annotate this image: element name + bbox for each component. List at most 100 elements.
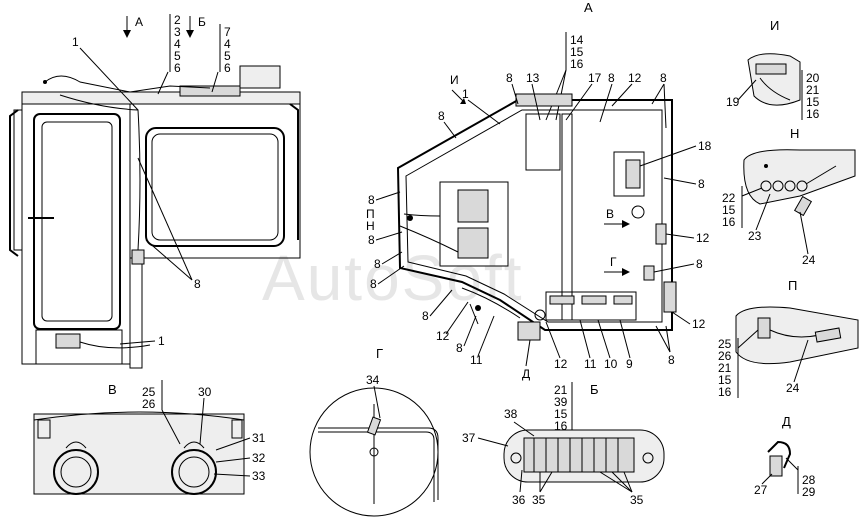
svg-text:22: 22 — [722, 191, 736, 205]
label-stack-b: 7 4 5 6 — [224, 25, 231, 75]
svg-text:12: 12 — [436, 329, 450, 343]
svg-text:3: 3 — [174, 25, 181, 39]
svg-text:36: 36 — [512, 493, 526, 507]
svg-text:16: 16 — [722, 215, 736, 229]
detail-view-p: П 25 26 21 15 16 24 — [718, 278, 859, 399]
svg-text:12: 12 — [554, 357, 568, 371]
svg-text:Н: Н — [790, 126, 799, 141]
svg-text:29: 29 — [802, 485, 816, 499]
svg-text:21: 21 — [806, 83, 820, 97]
svg-text:4: 4 — [224, 37, 231, 51]
svg-text:15: 15 — [722, 203, 736, 217]
svg-text:35: 35 — [532, 493, 546, 507]
svg-text:8: 8 — [368, 233, 375, 247]
svg-text:16: 16 — [806, 107, 820, 121]
svg-text:8: 8 — [696, 257, 703, 271]
detail-view-v: В 25 26 30 31 32 33 — [33, 380, 266, 495]
svg-text:15: 15 — [570, 45, 584, 59]
svg-text:25: 25 — [142, 385, 156, 399]
svg-text:34: 34 — [366, 373, 380, 387]
svg-text:В: В — [108, 382, 117, 397]
svg-text:24: 24 — [802, 253, 816, 267]
svg-text:12: 12 — [696, 231, 710, 245]
svg-text:8: 8 — [668, 353, 675, 367]
svg-text:6: 6 — [174, 61, 181, 75]
svg-text:12: 12 — [628, 71, 642, 85]
svg-text:15: 15 — [718, 373, 732, 387]
svg-text:8: 8 — [506, 71, 513, 85]
svg-text:10: 10 — [604, 357, 618, 371]
svg-text:16: 16 — [570, 57, 584, 71]
main-view-title: А — [584, 0, 593, 15]
detail-view-i: И 20 21 15 16 19 — [726, 18, 820, 121]
arrow-a-label: А — [135, 15, 143, 29]
svg-text:8: 8 — [660, 71, 667, 85]
marker-p-label: П — [366, 207, 375, 221]
svg-text:И: И — [770, 18, 779, 33]
svg-text:15: 15 — [554, 407, 568, 421]
detail-view-n: Н 22 15 16 23 24 — [722, 126, 856, 267]
svg-text:15: 15 — [806, 95, 820, 109]
svg-text:11: 11 — [584, 357, 597, 371]
svg-text:16: 16 — [718, 385, 732, 399]
svg-text:1: 1 — [462, 87, 469, 101]
cab-front-view: А Б 2 3 4 5 6 7 4 5 6 — [9, 13, 301, 369]
svg-text:11: 11 — [470, 353, 483, 367]
svg-text:8: 8 — [438, 109, 445, 123]
svg-text:2: 2 — [174, 13, 181, 27]
svg-text:26: 26 — [718, 349, 732, 363]
svg-text:8: 8 — [368, 193, 375, 207]
svg-text:8: 8 — [608, 71, 615, 85]
svg-text:17: 17 — [588, 71, 602, 85]
detail-view-g: Г 34 — [309, 346, 439, 517]
svg-text:25: 25 — [718, 337, 732, 351]
svg-text:14: 14 — [570, 33, 584, 47]
callout-1-bottom: 1 — [158, 334, 165, 348]
svg-text:8: 8 — [370, 277, 377, 291]
svg-text:9: 9 — [626, 357, 633, 371]
svg-text:6: 6 — [224, 61, 231, 75]
svg-text:7: 7 — [224, 25, 231, 39]
svg-text:8: 8 — [422, 309, 429, 323]
callout-1-top: 1 — [72, 35, 79, 49]
svg-text:37: 37 — [462, 431, 476, 445]
svg-text:26: 26 — [142, 397, 156, 411]
svg-text:21: 21 — [718, 361, 732, 375]
svg-text:8: 8 — [456, 341, 463, 355]
svg-text:19: 19 — [726, 95, 740, 109]
svg-text:5: 5 — [174, 49, 181, 63]
svg-text:Г: Г — [376, 346, 383, 361]
main-view-a: А 14 15 16 — [366, 0, 712, 381]
svg-text:8: 8 — [698, 177, 705, 191]
svg-text:Д: Д — [782, 414, 791, 429]
detail-view-b: Б 21 39 15 16 38 37 36 35 35 — [462, 382, 665, 507]
svg-text:28: 28 — [802, 473, 816, 487]
svg-text:8: 8 — [374, 257, 381, 271]
svg-text:20: 20 — [806, 71, 820, 85]
svg-text:31: 31 — [252, 431, 266, 445]
svg-text:35: 35 — [630, 493, 644, 507]
svg-text:Б: Б — [590, 382, 599, 397]
svg-text:12: 12 — [692, 317, 706, 331]
svg-text:38: 38 — [504, 407, 518, 421]
svg-text:13: 13 — [526, 71, 540, 85]
callout-8: 8 — [194, 277, 201, 291]
arrow-g-label: Г — [610, 255, 617, 269]
svg-text:33: 33 — [252, 469, 266, 483]
svg-text:27: 27 — [754, 483, 768, 497]
svg-text:39: 39 — [554, 395, 568, 409]
svg-text:23: 23 — [748, 229, 762, 243]
svg-text:18: 18 — [698, 139, 712, 153]
arrow-v-label: В — [606, 207, 614, 221]
svg-text:24: 24 — [786, 381, 800, 395]
svg-text:32: 32 — [252, 451, 266, 465]
arrow-b-label: Б — [198, 15, 206, 29]
arrow-i-label: И — [450, 73, 459, 87]
svg-text:30: 30 — [198, 385, 212, 399]
svg-text:21: 21 — [554, 383, 568, 397]
svg-text:П: П — [788, 278, 797, 293]
label-stack-a: 2 3 4 5 6 — [174, 13, 181, 75]
detail-view-d: Д 27 28 29 — [754, 414, 816, 499]
marker-n-label: Н — [366, 219, 375, 233]
